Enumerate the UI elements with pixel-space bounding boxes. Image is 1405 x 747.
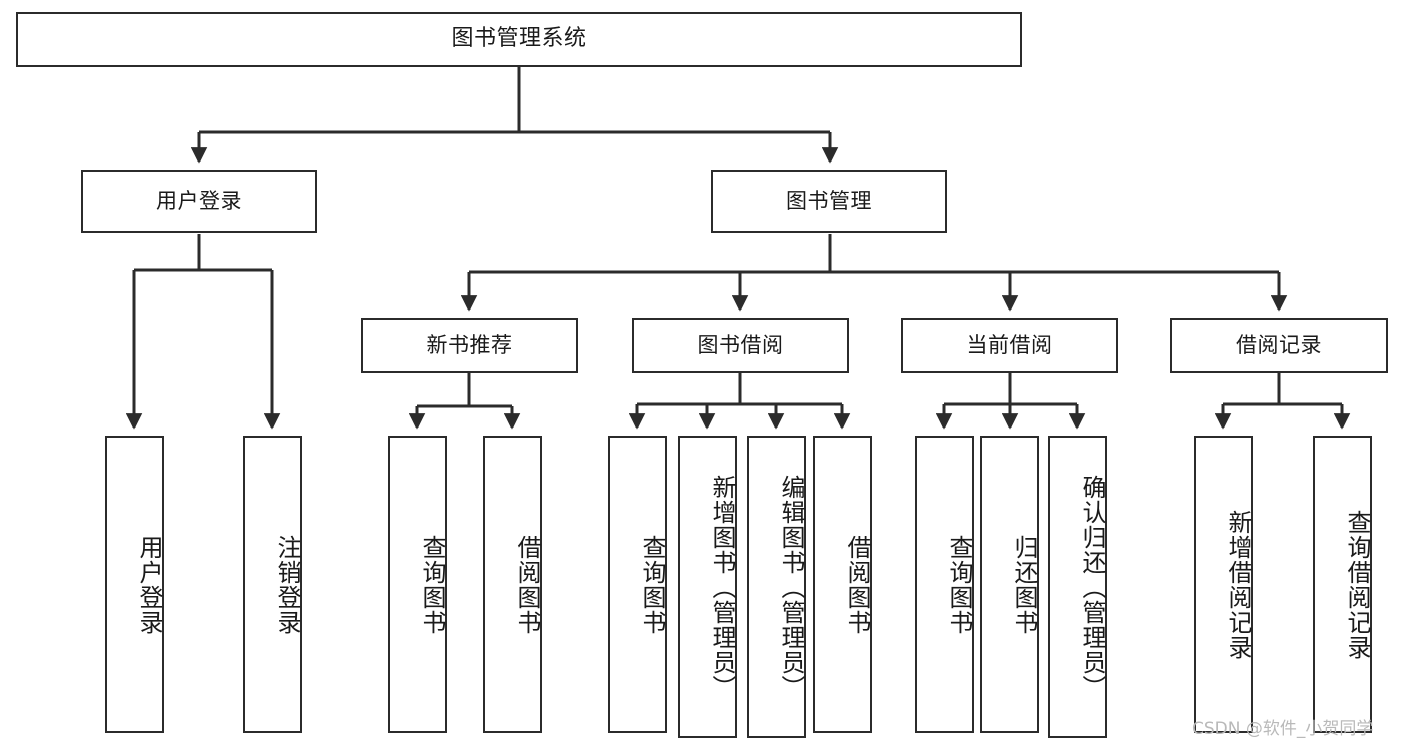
node-leaf-return-book-label: 归还图书 [1010,534,1038,635]
node-book-manage-label: 图书管理 [786,188,872,213]
node-borrow-record-label: 借阅记录 [1236,332,1322,357]
node-leaf-add-record-label: 新增借阅记录 [1224,509,1252,660]
node-new-book-rec-label: 新书推荐 [426,332,513,357]
node-book-manage[interactable]: 图书管理 [711,170,947,233]
node-user-login-label: 用户登录 [156,188,242,213]
node-leaf-query-record[interactable]: 查询借阅记录 [1313,436,1372,733]
node-leaf-user-login[interactable]: 用户登录 [105,436,164,733]
node-leaf-borrow-book-1-label: 借阅图书 [513,534,541,635]
node-leaf-query-book-1[interactable]: 查询图书 [388,436,447,733]
node-root-label: 图书管理系统 [451,26,587,52]
node-leaf-query-book-3[interactable]: 查询图书 [915,436,974,733]
node-root[interactable]: 图书管理系统 [16,12,1022,67]
node-current-borrow-label: 当前借阅 [966,332,1053,357]
node-leaf-confirm-return-label: 确认归还（管理员） [1078,474,1106,700]
node-leaf-query-record-label: 查询借阅记录 [1343,509,1371,660]
node-leaf-add-book-label: 新增图书（管理员） [708,474,736,700]
node-new-book-rec[interactable]: 新书推荐 [361,318,578,373]
node-user-login[interactable]: 用户登录 [81,170,317,233]
node-leaf-query-book-1-label: 查询图书 [418,534,446,635]
node-leaf-query-book-3-label: 查询图书 [945,534,973,635]
node-leaf-add-book[interactable]: 新增图书（管理员） [678,436,737,738]
node-leaf-query-book-2-label: 查询图书 [638,534,666,635]
node-leaf-edit-book-label: 编辑图书（管理员） [777,474,805,700]
node-leaf-add-record[interactable]: 新增借阅记录 [1194,436,1253,733]
node-book-borrow-label: 图书借阅 [697,332,784,357]
node-borrow-record[interactable]: 借阅记录 [1170,318,1388,373]
node-leaf-return-book[interactable]: 归还图书 [980,436,1039,733]
node-leaf-edit-book[interactable]: 编辑图书（管理员） [747,436,806,738]
node-current-borrow[interactable]: 当前借阅 [901,318,1118,373]
node-leaf-confirm-return[interactable]: 确认归还（管理员） [1048,436,1107,738]
node-book-borrow[interactable]: 图书借阅 [632,318,849,373]
node-leaf-borrow-book-2-label: 借阅图书 [843,534,871,635]
node-leaf-logout[interactable]: 注销登录 [243,436,302,733]
watermark: CSDN @软件_小贺同学 [1192,719,1374,739]
node-leaf-borrow-book-1[interactable]: 借阅图书 [483,436,542,733]
node-leaf-query-book-2[interactable]: 查询图书 [608,436,667,733]
node-leaf-logout-label: 注销登录 [273,534,301,635]
node-leaf-borrow-book-2[interactable]: 借阅图书 [813,436,872,733]
node-leaf-user-login-label: 用户登录 [135,534,163,635]
